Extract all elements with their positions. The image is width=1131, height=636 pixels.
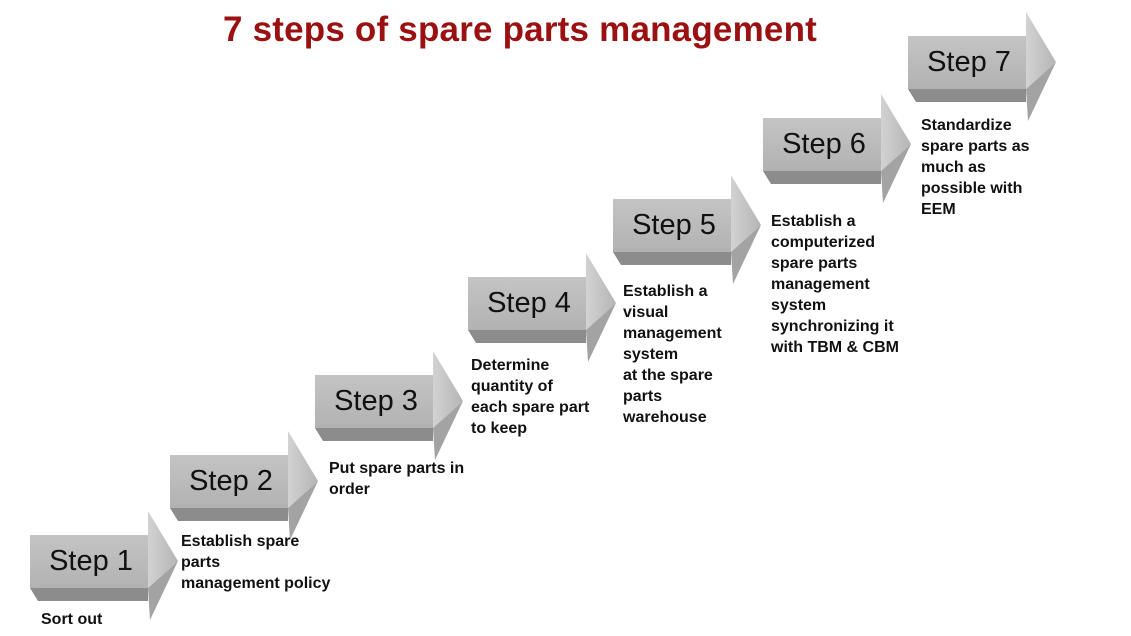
arrow-head-shadow <box>586 303 616 362</box>
step-arrow-1 <box>30 511 178 620</box>
step-label: Step 3 <box>334 385 418 417</box>
arrow-face <box>170 455 288 508</box>
step-label: Step 2 <box>189 465 273 497</box>
step-description: Establish a visual management system at … <box>623 283 722 426</box>
step-label: Step 5 <box>632 209 716 241</box>
arrow-face <box>763 118 881 171</box>
step-description: Put spare parts in order <box>329 460 465 498</box>
step-label: Step 6 <box>782 128 866 160</box>
arrow-bottom-face <box>613 252 731 265</box>
arrow-face <box>613 199 731 252</box>
step-arrow-5 <box>613 175 761 284</box>
step-arrow-4 <box>468 253 616 362</box>
arrow-face <box>908 36 1026 89</box>
arrow-head <box>881 94 911 171</box>
arrow-face <box>468 277 586 330</box>
arrow-head-shadow <box>288 481 318 540</box>
arrow-bottom-face <box>468 330 586 343</box>
arrow-head <box>1026 12 1056 89</box>
arrow-head-shadow <box>881 144 911 203</box>
arrow-bottom-face <box>315 428 433 441</box>
arrow-head <box>586 253 616 330</box>
arrow-bottom-face <box>30 588 148 601</box>
step-arrow-3 <box>315 351 463 460</box>
arrow-head-shadow <box>433 401 463 460</box>
step-description: Establish spare parts management policy <box>181 533 331 592</box>
arrow-face <box>30 535 148 588</box>
arrow-head <box>731 175 761 252</box>
arrow-head-shadow <box>148 561 178 620</box>
step-arrow-7 <box>908 12 1056 121</box>
step-description: Sort out <box>41 611 103 628</box>
arrow-bottom-face <box>908 89 1026 102</box>
arrow-bottom-face <box>170 508 288 521</box>
arrow-head <box>148 511 178 588</box>
step-label: Step 7 <box>927 46 1011 78</box>
step-label: Step 4 <box>487 287 571 319</box>
arrow-bottom-face <box>763 171 881 184</box>
step-arrow-6 <box>763 94 911 203</box>
step-description: Determine quantity of each spare part to… <box>471 357 590 437</box>
step-label: Step 1 <box>49 545 133 577</box>
arrow-head <box>433 351 463 428</box>
diagram-title: 7 steps of spare parts management <box>222 10 818 49</box>
step-description: Standardize spare parts as much as possi… <box>921 117 1030 218</box>
arrow-head <box>288 431 318 508</box>
arrow-head-shadow <box>1026 62 1056 121</box>
step-description: Establish a computerized spare parts man… <box>771 213 899 356</box>
arrow-face <box>315 375 433 428</box>
arrow-head-shadow <box>731 225 761 284</box>
step-arrow-2 <box>170 431 318 540</box>
